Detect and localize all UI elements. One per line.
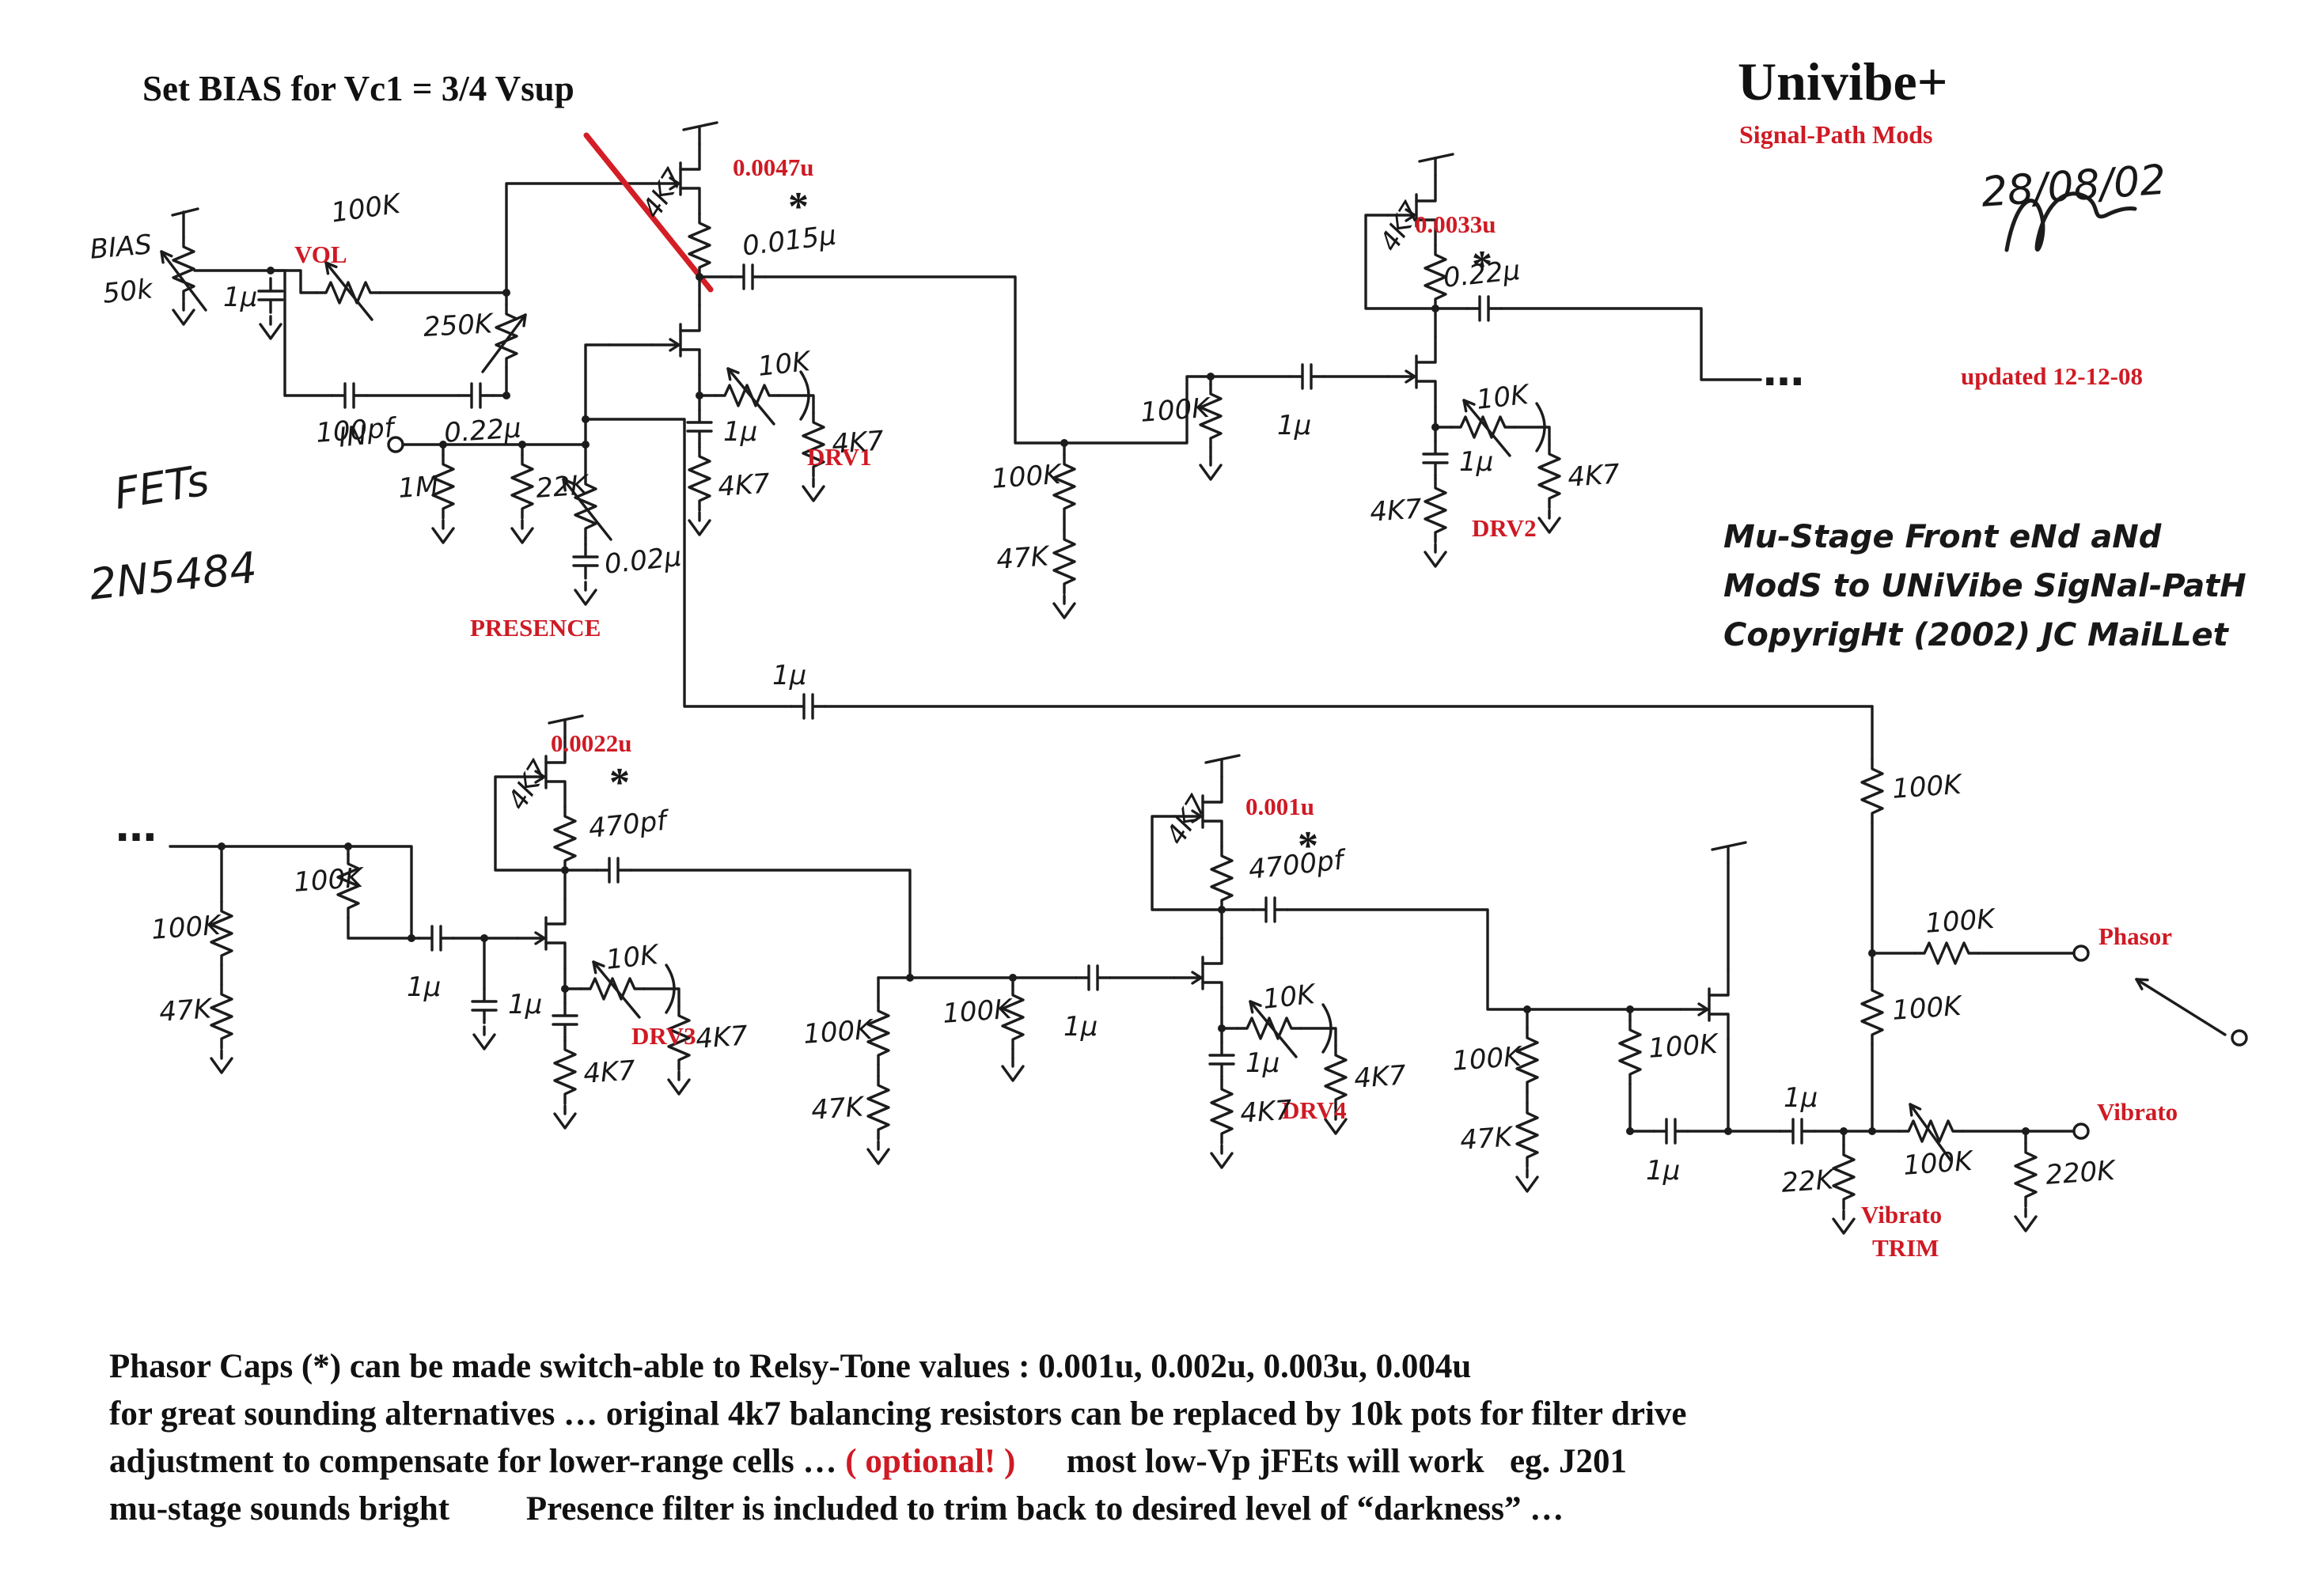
credits-line-3: CopyrigHt (2002) JC MaiLLet [1723,617,2228,653]
label-1--2: 1μ [223,282,258,313]
label---38: … [116,804,159,851]
bias-setting-note: Set BIAS for Vc1 = 3/4 Vsup [142,69,574,108]
label-100k-24: 100K [991,458,1062,495]
label-47k-42: 47K [158,993,213,1028]
label-drv4-62: DRV4 [1282,1096,1347,1124]
label-1--63: 1μ [1245,1047,1280,1079]
label-22k-71: 22K [1780,1164,1835,1199]
label-vibrato-79: Vibrato [1861,1201,1943,1228]
label-vol-4: VOL [294,240,347,268]
credits-line-1: Mu-Stage Front eNd aNd [1723,519,2162,555]
label-1--34: 1μ [1459,446,1494,478]
label-100k-66: 100K [1451,1040,1522,1077]
label-1--47: 1μ [407,971,442,1003]
label-1--70: 1μ [1784,1082,1818,1114]
label-47k-54: 47K [810,1091,865,1126]
label-250k-5: 250K [423,308,494,343]
label-100k-73: 100K [1891,990,1962,1027]
label-1--48: 1μ [508,989,543,1020]
label-47k-67: 47K [1459,1121,1514,1157]
footer-notes: Phasor Caps (*) can be made switch-able … [109,1343,1687,1533]
page-title: Univibe+ [1738,51,1948,112]
label-0-001u-57: 0.001u [1245,793,1314,820]
label-1--21: 1μ [723,416,758,448]
credits-block: Mu-Stage Front eNd aNd ModS to UNiVibe S… [1723,513,2246,660]
label-100k-41: 100K [150,909,222,946]
footer-line-1: Phasor Caps (*) can be made switch-able … [109,1348,1472,1385]
label-50k-1: 50k [101,273,154,310]
label-drv3-50: DRV3 [631,1022,696,1050]
credits-line-2: ModS to UNiVibe SigNal-PatH [1723,568,2246,604]
label-1--60: 1μ [1063,1011,1098,1043]
label-100k-26: 100K [1139,392,1211,429]
label-4k7-64: 4K7 [1239,1094,1294,1130]
label-1m-9: 1M [397,470,440,505]
footer-line-2: for great sounding alternatives … origin… [109,1395,1687,1433]
label---17: * [788,184,809,229]
label-1--69: 1μ [1646,1155,1681,1187]
label-10k-19: 10K [756,346,812,383]
label-100k-76: 100K [1902,1145,1973,1182]
label-0-0022u-44: 0.0022u [551,729,632,757]
label-0-0033u-28: 0.0033u [1415,210,1496,238]
label---45: * [609,760,630,805]
label-vibrato-77: Vibrato [2097,1098,2178,1126]
label---29: * [1472,243,1492,288]
label---58: * [1298,823,1318,869]
footer-line-3-post: most low-Vp jFEts will work eg. J201 [1015,1443,1628,1480]
label-22k-10: 22K [535,469,590,505]
footer-line-3-pre: adjustment to compensate for lower-range… [109,1443,846,1480]
label-4k7-35: 4K7 [1369,493,1424,528]
label-4k7-23: 4K7 [831,425,885,460]
label-100k-53: 100K [802,1013,874,1051]
label-trim-80: TRIM [1872,1234,1939,1262]
label-4k7-52: 4K7 [695,1020,749,1055]
label-4k7-22: 4K7 [717,468,772,503]
label-4k7-51: 4K7 [582,1054,637,1090]
label-100k-68: 100K [1647,1028,1719,1065]
label-phasor-75: Phasor [2098,922,2172,950]
label-in-8: IN [337,419,369,454]
label-4k7-36: 4K7 [1567,458,1621,494]
footer-line-3: adjustment to compensate for lower-range… [109,1438,1687,1486]
label-100k-40: 100K [293,861,364,899]
label-drv1-20: DRV1 [807,443,872,471]
label-0-0047u-16: 0.0047u [733,153,814,181]
label-220k-78: 220K [2045,1154,2116,1191]
label-bias-0: BIAS [89,229,154,266]
footer-line-4: mu-stage sounds bright Presence filter i… [109,1490,1564,1528]
label-drv2-33: DRV2 [1472,514,1537,542]
label-presence-12: PRESENCE [470,614,601,642]
label---39: … [1763,348,1807,396]
label-0-22--7: 0.22μ [443,412,522,449]
label-100k-72: 100K [1891,768,1962,805]
label-100k-74: 100K [1924,903,1996,940]
label-47k-25: 47K [995,540,1050,576]
label-1--31: 1μ [1277,410,1312,441]
label-100k-55: 100K [942,993,1013,1030]
label-10k-32: 10K [1475,379,1530,416]
label-1--37: 1μ [772,660,807,691]
page-subtitle: Signal-Path Mods [1739,120,1933,149]
label-10k-49: 10K [605,939,660,976]
footer-optional-note: ( optional! ) [845,1443,1016,1480]
label-4k7-65: 4K7 [1353,1059,1408,1095]
label-10k-61: 10K [1261,979,1317,1016]
updated-note: updated 12-12-08 [1961,362,2143,390]
